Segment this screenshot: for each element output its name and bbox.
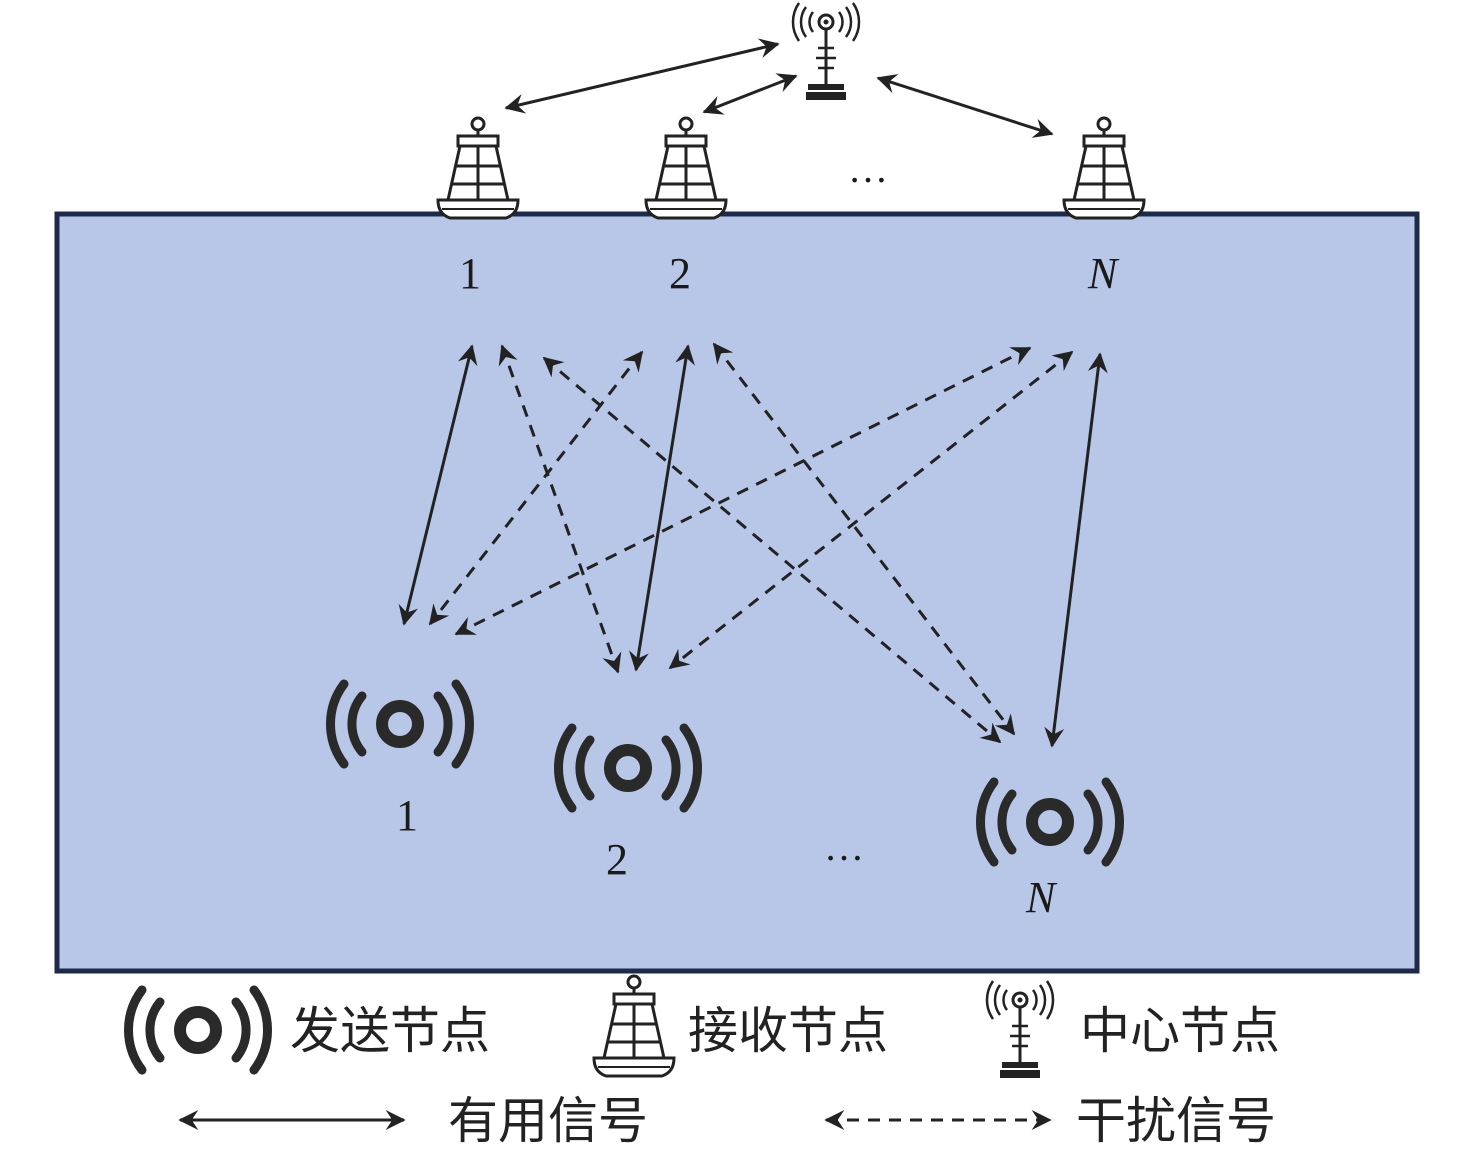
legend-useful-label: 有用信号 (448, 1092, 648, 1150)
center-node-antenna-icon (791, 1, 861, 102)
useful-signal-n (1044, 352, 1108, 748)
receiver-buoy-icon (1062, 116, 1146, 220)
receiver-buoy-icon (644, 116, 728, 220)
interference-rn-s2 (668, 350, 1074, 670)
receiver-label-1: 1 (459, 249, 481, 298)
receiver-buoy-icon (436, 116, 520, 220)
sender-ellipsis: … (824, 824, 864, 869)
legend-receiver-label: 接收节点 (688, 1002, 888, 1060)
legend: 发送节点 接收节点 中心节点 有用信号 干扰信号 (128, 974, 1280, 1150)
receiver-label-2: 2 (669, 249, 691, 298)
receiver-label-n: N (1087, 249, 1120, 298)
water-region (54, 211, 1420, 974)
center-link-n (876, 74, 1054, 138)
sender-label-1: 1 (396, 791, 418, 840)
sender-label-n: N (1025, 873, 1058, 922)
legend-receiver-icon (592, 974, 676, 1078)
center-links (504, 38, 1054, 138)
legend-sender-label: 发送节点 (290, 1002, 490, 1060)
legend-interference-label: 干扰信号 (1076, 1092, 1276, 1150)
legend-sender-icon (128, 990, 267, 1070)
sender-label-2: 2 (606, 835, 628, 884)
center-link-1 (504, 38, 780, 114)
interference-signal-links (428, 342, 1074, 744)
center-link-2 (702, 73, 798, 115)
receiver-ellipsis: … (848, 146, 888, 191)
legend-center-label: 中心节点 (1080, 1002, 1280, 1060)
legend-center-icon (985, 979, 1055, 1080)
